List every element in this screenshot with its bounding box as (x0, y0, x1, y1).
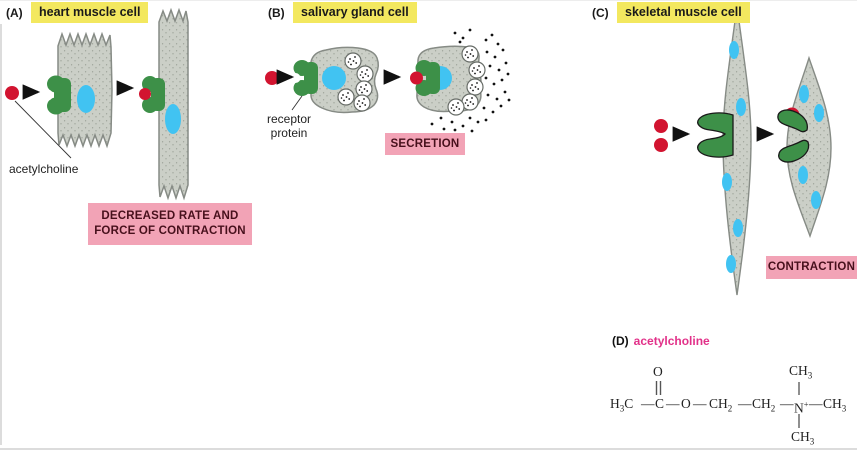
leader-line (14, 100, 72, 159)
receptor-skeletal-bound (778, 139, 810, 163)
bottom-border (0, 448, 857, 450)
panel-c-title: skeletal muscle cell (617, 2, 750, 23)
receptor-gland-bound (410, 60, 440, 96)
fusing-vesicle (447, 98, 465, 116)
nucleus (165, 104, 181, 134)
formula-c: C (655, 396, 665, 411)
nucleus (736, 98, 746, 116)
nucleus (322, 66, 346, 90)
acetylcholine-dot (410, 71, 423, 85)
secretory-vesicle (344, 52, 362, 70)
leader-line (291, 95, 303, 111)
panel-b-art (265, 28, 511, 133)
acetylcholine-dot (654, 138, 668, 152)
panel-a-title: heart muscle cell (31, 2, 149, 23)
secretory-vesicle (356, 65, 374, 83)
bond-lines (655, 381, 800, 428)
receptor-protein-label: receptor protein (266, 112, 312, 140)
nucleus (729, 41, 739, 59)
secretory-vesicle (355, 80, 373, 98)
formula-ch2: CH2 (709, 396, 733, 414)
acetylcholine-dot (654, 119, 668, 133)
acetylcholine-dot (5, 86, 19, 100)
secretory-vesicle (337, 88, 355, 106)
panel-c-result-box: CONTRACTION (766, 256, 857, 279)
panel-b-tag: (B) (268, 6, 285, 20)
fusing-vesicle (461, 45, 479, 63)
nucleus (733, 219, 743, 237)
panel-c-tag: (C) (592, 6, 609, 20)
nucleus (814, 104, 824, 122)
panel-a-tag: (A) (6, 6, 23, 20)
formula-ch2: CH2 (752, 396, 776, 414)
formula-h3c: H3C (610, 396, 634, 414)
panel-d-tag: (D) (612, 334, 629, 348)
nucleus (811, 191, 821, 209)
bond-dash: — (780, 396, 794, 411)
receptor-heart-bound (138, 76, 165, 113)
bond-dash: — (641, 396, 655, 411)
acetylcholine-dot (139, 88, 151, 100)
heart-cell-after (158, 7, 189, 201)
acetylcholine-dot (265, 71, 279, 85)
left-border (0, 24, 2, 445)
panel-a-art (5, 7, 189, 201)
receptor-gland-empty (290, 60, 318, 96)
bond-dash: — (666, 396, 680, 411)
receptor-skeletal-empty (697, 112, 734, 158)
bond-dash: — (693, 396, 707, 411)
formula-n-plus: N+ (794, 399, 809, 416)
formula-o: O (681, 396, 691, 411)
formula-ch3-top: CH3 (789, 363, 813, 381)
panel-b-title: salivary gland cell (293, 2, 417, 23)
acetylcholine-label: acetylcholine (9, 162, 79, 176)
secretory-vesicle (353, 94, 371, 112)
formula-ch3: CH3 (823, 396, 847, 414)
bond-dash: — (809, 396, 823, 411)
receptor-heart-empty (42, 75, 71, 115)
panel-d-title: acetylcholine (633, 334, 710, 348)
nucleus (722, 173, 732, 191)
nucleus (798, 166, 808, 184)
fusing-vesicle (468, 61, 486, 79)
skeletal-cell-before (722, 5, 752, 296)
nucleus (77, 85, 95, 113)
receptor-skeletal-bound (777, 109, 808, 133)
nucleus (726, 255, 736, 273)
top-border (0, 0, 857, 1)
formula-ch3-bottom: CH3 (791, 429, 815, 447)
fusing-vesicle (466, 78, 484, 96)
panel-d-label: (D) acetylcholine (612, 334, 710, 348)
panel-a-result-box: DECREASED RATE AND FORCE OF CONTRACTION (88, 203, 252, 245)
panel-c-art (654, 5, 832, 296)
formula-o-top: O (653, 364, 663, 379)
panel-b-result-box: SECRETION (385, 133, 465, 155)
secreted-particles (430, 28, 511, 133)
bond-dash: — (738, 396, 752, 411)
nucleus (799, 85, 809, 103)
